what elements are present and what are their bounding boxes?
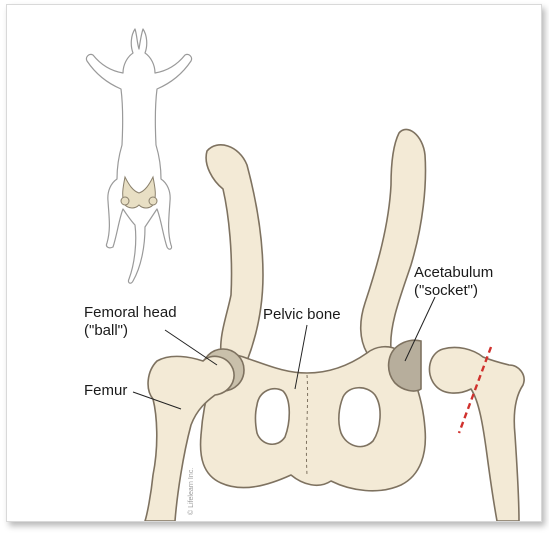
illustration-frame: Acetabulum ("socket") Femoral head ("bal… bbox=[6, 4, 542, 522]
credit-text: © Lifelearn Inc. bbox=[188, 468, 195, 515]
femoral-head-sublabel: ("ball") bbox=[84, 322, 128, 339]
femur-label: Femur bbox=[84, 382, 127, 399]
pelvis-diagram bbox=[7, 5, 541, 521]
acetabulum-label: Acetabulum bbox=[414, 264, 493, 281]
pelvic-bone-label: Pelvic bone bbox=[263, 306, 341, 323]
femoral-head-label: Femoral head bbox=[84, 304, 177, 321]
acetabulum-sublabel: ("socket") bbox=[414, 282, 478, 299]
dog-silhouette-icon bbox=[86, 29, 191, 283]
right-femur bbox=[429, 347, 524, 521]
